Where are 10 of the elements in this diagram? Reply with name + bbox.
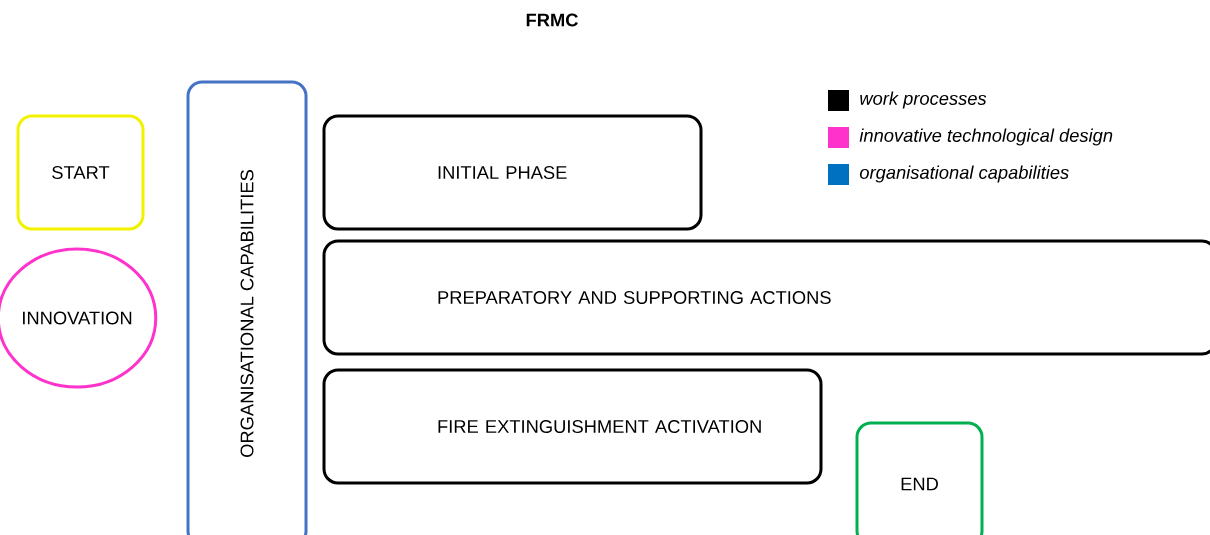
legend-label: work processes: [860, 91, 987, 109]
capability-bar: ORGANISATIONAL CAPABILITIES: [186, 80, 308, 535]
legend-label: innovative technological design: [859, 128, 1113, 146]
end-box: END: [855, 421, 984, 535]
process-box: INITIAL PHASE: [322, 114, 703, 231]
legend-label: organisational capabilities: [859, 165, 1069, 183]
process-box: FIRE EXTINGUISHMENT ACTIVATION: [322, 368, 823, 485]
process-box: PREPARATORY AND SUPPORTING ACTIONS: [322, 239, 1210, 356]
title: FRMC: [526, 13, 578, 27]
start-box: START: [16, 114, 145, 231]
